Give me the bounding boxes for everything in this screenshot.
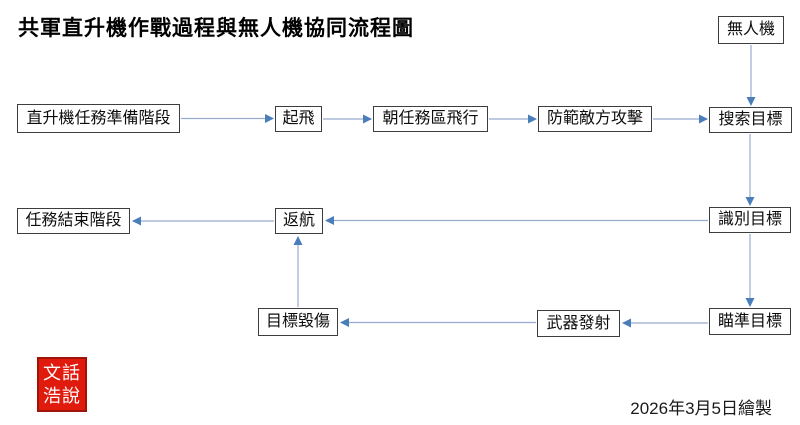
- node-mission-prep: 直升機任務準備階段: [17, 104, 180, 133]
- page-title: 共軍直升機作戰過程與無人機協同流程圖: [18, 16, 414, 40]
- node-defend-attack: 防範敵方攻擊: [538, 106, 652, 132]
- node-aim-target: 瞄準目標: [709, 308, 791, 335]
- node-takeoff: 起飛: [275, 106, 322, 132]
- seal-stamp-line2: 浩說: [43, 385, 81, 406]
- node-return-flight: 返航: [275, 208, 323, 234]
- node-uav: 無人機: [718, 16, 784, 44]
- node-identify-target: 識別目標: [709, 207, 791, 233]
- seal-stamp: 文話 浩說: [37, 357, 87, 412]
- node-mission-end: 任務結束階段: [17, 208, 130, 234]
- node-weapon-launch: 武器發射: [537, 310, 620, 337]
- node-fly-to-area: 朝任務區飛行: [373, 106, 488, 132]
- node-target-damage: 目標毀傷: [258, 308, 338, 336]
- seal-stamp-line1: 文話: [43, 362, 81, 383]
- drawn-date-note: 2026年3月5日繪製: [630, 399, 772, 418]
- node-search-target: 搜索目標: [709, 107, 792, 133]
